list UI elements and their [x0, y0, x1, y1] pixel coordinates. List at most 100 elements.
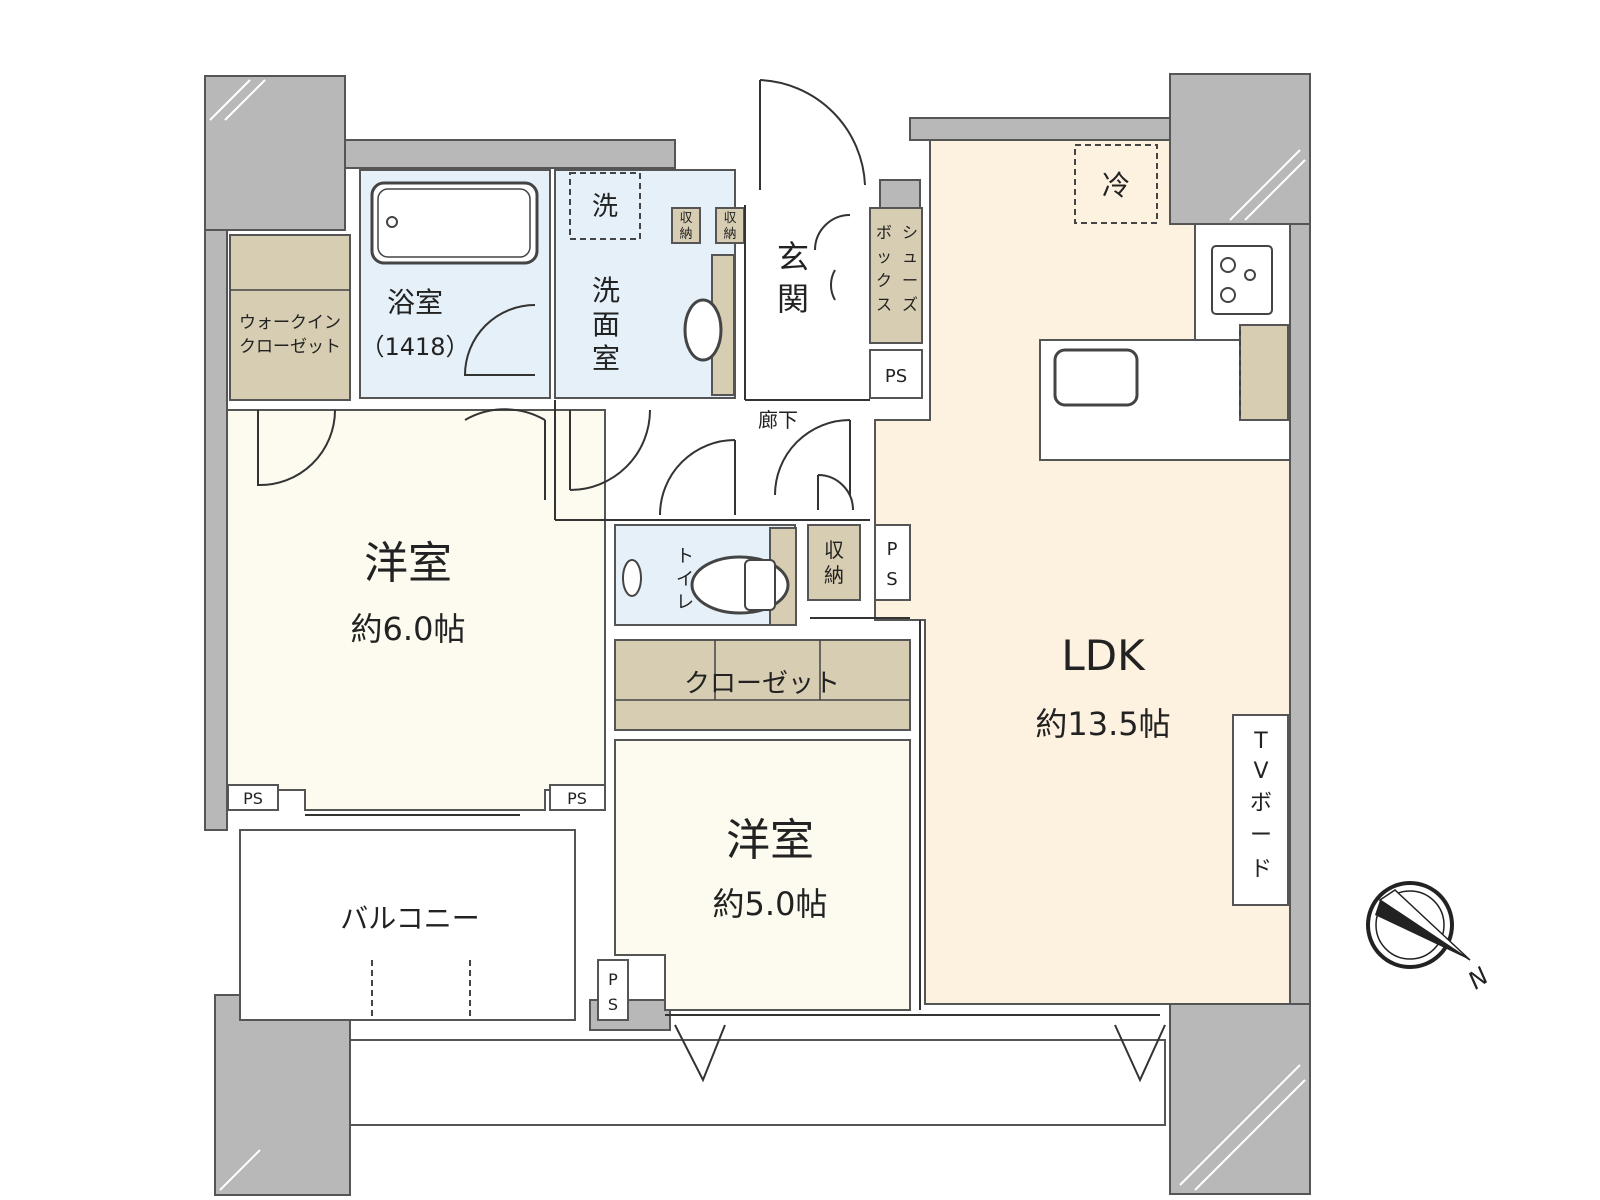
bath-size: （1418）	[360, 333, 469, 361]
wall-block-top-left	[204, 75, 346, 231]
shoe-box	[869, 207, 923, 344]
stove	[1211, 245, 1273, 315]
ps-label-entry: PS	[885, 366, 907, 387]
room-labels: 洋室 約6.0帖 洋室 約5.0帖 LDK 約13.5帖 浴室 （1418） 洗…	[239, 169, 1272, 1014]
fridge-space	[1074, 144, 1158, 224]
wall-entry-right	[879, 179, 921, 211]
ps-box-room1-left	[227, 784, 279, 811]
bath-door	[463, 304, 536, 376]
washroom-door	[569, 409, 651, 491]
ldk-door	[774, 419, 851, 496]
tv-board	[1232, 714, 1289, 906]
mini-storage-label-2: 納	[824, 563, 844, 587]
fridge-label: 冷	[1102, 169, 1130, 202]
mini-storage-label-1: 収	[824, 538, 844, 562]
ps-hall-label-2: S	[886, 569, 897, 590]
toilet-name-1: ト	[676, 546, 694, 567]
shoe-box-label-3: ー	[902, 271, 918, 290]
wall-right	[1289, 223, 1311, 1005]
tv-board-label-3: ボ	[1250, 791, 1272, 816]
washroom-name-1: 洗	[592, 274, 620, 307]
walkin-door	[257, 409, 336, 487]
balcony-lower	[349, 1039, 1166, 1126]
wash-basin	[683, 298, 723, 362]
washer-label: 洗	[592, 192, 618, 222]
storage-a-label-2: 納	[679, 227, 692, 242]
ps-room2-label-2: S	[608, 995, 618, 1014]
ps-label-room1-right: PS	[567, 789, 587, 808]
toilet-door	[659, 439, 736, 516]
compass: N	[1366, 881, 1494, 995]
storage-small-a	[671, 207, 701, 244]
tv-board-label-1: T	[1253, 729, 1268, 754]
toilet-name-3: レ	[676, 592, 694, 613]
ps-box-hall	[874, 524, 911, 601]
hallway-name: 廊下	[758, 408, 798, 432]
ps-box-room1-right	[549, 784, 606, 811]
wall-block-bottom-right	[1169, 1003, 1311, 1195]
washer-space	[569, 172, 641, 240]
wall-top-ldk	[909, 117, 1171, 141]
walk-in-closet-label-2: クローゼット	[239, 337, 341, 357]
shoe-box-label-4: ズ	[902, 295, 918, 314]
wall-block-top-right	[1169, 73, 1311, 225]
walk-in-closet	[229, 234, 351, 401]
shoe-box-label-2: ュ	[902, 247, 918, 266]
shoe-box-label-7: ク	[876, 271, 892, 290]
storage-small-b	[715, 207, 745, 244]
room1-door	[464, 408, 546, 500]
washroom-name-2: 面	[592, 308, 620, 341]
ldk-name: LDK	[1061, 631, 1146, 680]
balcony-floor	[239, 829, 576, 1021]
washroom-floor	[554, 169, 736, 399]
ps-room2-label-1: P	[608, 970, 618, 989]
western-room-2-floor	[614, 739, 911, 1011]
shoe-box-label-1: シ	[902, 223, 918, 242]
storage-elements	[227, 207, 1289, 1021]
ps-box-entry	[869, 349, 923, 399]
washroom-name-3: 室	[592, 342, 620, 375]
storage-b-label-1: 収	[723, 211, 736, 226]
balcony-label: バルコニー	[340, 902, 479, 935]
western-room-2-size: 約5.0帖	[713, 885, 828, 923]
fridge-side-cabinet	[1239, 324, 1289, 421]
wall-block-bottom-left	[214, 994, 351, 1196]
tv-board-label-4: ー	[1250, 823, 1272, 848]
western-room-1-name: 洋室	[364, 538, 452, 589]
storage-a-label-1: 収	[679, 211, 692, 226]
bathtub	[370, 181, 539, 265]
room2-window-vent	[674, 1024, 726, 1083]
ldk-size: 約13.5帖	[1035, 705, 1170, 743]
shoe-box-label-5: ボ	[876, 223, 892, 242]
room-floors	[226, 139, 1291, 1126]
shoebox-doors	[814, 214, 851, 301]
ps-box-room2	[597, 959, 629, 1021]
ps-hall-label-1: P	[887, 539, 898, 560]
shoe-box-label-8: ス	[876, 295, 892, 314]
western-room-2-name: 洋室	[726, 815, 814, 866]
walk-in-closet-label-1: ウォークイン	[239, 313, 341, 333]
ps-label-room1-left: PS	[243, 789, 263, 808]
toilet-name-2: イ	[676, 569, 694, 590]
closet-label: クローゼット	[684, 669, 840, 699]
mini-storage	[807, 524, 861, 601]
compass-north-label: N	[1463, 962, 1494, 995]
partitions	[305, 205, 1160, 1016]
hand-basin	[622, 559, 642, 597]
tv-board-label-2: V	[1253, 759, 1268, 784]
storage-b-label-2: 納	[723, 227, 736, 242]
entrance-name-1: 玄	[777, 238, 809, 276]
entrance-name-2: 関	[777, 280, 809, 318]
fixtures	[370, 144, 1273, 1020]
entrance-door	[759, 79, 866, 186]
shoe-box-label-6: ッ	[876, 247, 892, 266]
doors	[257, 79, 1166, 1083]
wall-left	[204, 229, 228, 831]
storage-door	[817, 474, 854, 511]
wall-top-bath	[344, 139, 676, 169]
bath-name: 浴室	[387, 286, 443, 319]
kitchen-sink	[1053, 348, 1139, 407]
ldk-window-vent	[1114, 1024, 1166, 1083]
western-room-1-size: 約6.0帖	[351, 610, 466, 648]
